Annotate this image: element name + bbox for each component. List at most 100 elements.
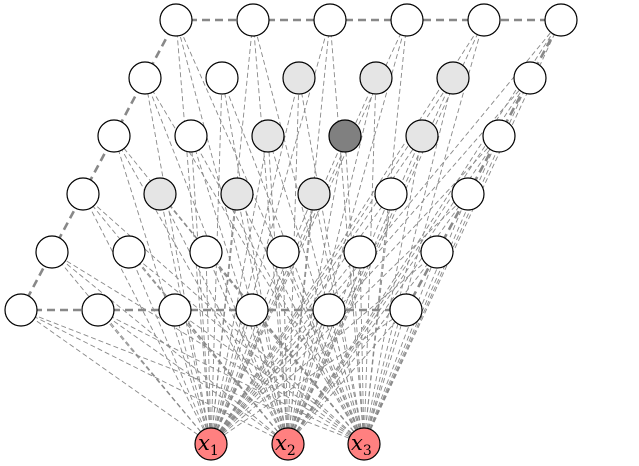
edge-input3-r1-c0 [51,251,365,445]
edge-input2-r4-c3 [287,77,377,445]
lattice-node-r1-c4 [343,235,377,269]
edge-input3-r1-c3 [282,251,365,445]
lattice-node-r3-c1 [174,119,208,153]
lattice-node-r2-c5 [451,177,485,211]
edge-input2-r1-c2 [205,251,289,445]
edge-input1-r3-c0 [113,135,212,445]
edge-input2-r5-c1 [252,19,289,445]
edge-input2-r1-c0 [51,251,289,445]
edge-input1-r1-c0 [51,251,212,445]
edge-input3-r2-c2 [236,193,365,445]
input-label-var: x [198,431,210,455]
connection-edges [20,19,562,445]
edge-input3-r3-c3 [344,135,365,445]
lattice-node-r0-c4 [312,293,346,327]
edge-input2-r0-c3 [251,309,289,445]
edge-input1-r5-c1 [210,19,254,445]
edge-input1-r2-c0 [82,193,212,445]
edge-input3-r0-c0 [20,309,365,445]
edge-input2-r5-c5 [287,19,562,445]
lattice-node-r0-c1 [81,293,115,327]
edge-input3-r3-c1 [190,135,365,445]
lattice-node-r5-c0 [159,3,193,37]
edge-input2-r3-c3 [287,135,346,445]
edge-input2-r0-c4 [287,309,330,445]
lattice-node-r5-c4 [467,3,501,37]
lattice-node-r4-c5 [513,61,547,95]
lattice-node-r5-c2 [313,3,347,37]
input-label-3: x3 [351,431,372,459]
lattice-nodes [4,3,578,327]
edge-input2-r4-c2 [287,77,300,445]
edge-input2-r5-c2 [287,19,331,445]
lattice-node-r0-c0 [4,293,38,327]
lattice-node-r1-c5 [420,235,454,269]
edge-input2-r1-c4 [287,251,361,445]
edge-input2-r4-c5 [287,77,531,445]
edge-input1-r4-c1 [210,77,223,445]
edge-input1-r0-c2 [174,309,212,445]
edge-input1-r5-c3 [210,19,408,445]
edge-input3-r4-c2 [298,77,365,445]
edge-input3-r5-c4 [363,19,485,445]
edge-input2-r0-c5 [287,309,407,445]
neighbor-node-r4-c2 [282,61,316,95]
edge-input3-r1-c5 [363,251,438,445]
neighbor-node-r3-c2 [251,119,285,153]
edge-input2-r3-c5 [287,135,500,445]
edge-input3-r1-c1 [128,251,365,445]
winner-node-r3-c3 [328,119,362,153]
lattice-node-r0-c5 [389,293,423,327]
edge-input2-r3-c0 [113,135,289,445]
lattice-node-r4-c1 [205,61,239,95]
lattice-node-r0-c3 [235,293,269,327]
edge-input1-r0-c0 [20,309,212,445]
edge-input3-r5-c0 [175,19,365,445]
edge-input3-r2-c5 [363,193,469,445]
lattice-node-r1-c0 [35,235,69,269]
lattice-node-r3-c5 [482,119,516,153]
edge-input1-r4-c0 [144,77,212,445]
edge-input2-r2-c4 [287,193,392,445]
input-node-1 [194,427,228,461]
neighbor-node-r2-c2 [220,177,254,211]
lattice-node-r1-c2 [189,235,223,269]
edge-input2-r5-c4 [287,19,485,445]
neighbor-node-r2-c1 [143,177,177,211]
lattice-node-r4-c0 [128,61,162,95]
edge-input1-r5-c0 [175,19,212,445]
input-label-subscript: 3 [363,443,372,459]
edge-input3-r0-c2 [174,309,365,445]
edge-input2-r0-c0 [20,309,289,445]
lattice-node-r3-c0 [97,119,131,153]
edge-input2-r0-c1 [97,309,289,445]
edge-input2-r3-c1 [190,135,289,445]
edge-input3-r5-c2 [329,19,365,445]
edge-input3-r1-c4 [359,251,365,445]
input-node-3 [347,427,381,461]
edge-input3-r5-c3 [363,19,408,445]
input-label-subscript: 2 [287,443,296,459]
edge-input2-r2-c2 [236,193,289,445]
lattice-node-r1-c1 [112,235,146,269]
edge-input1-r0-c3 [210,309,253,445]
edge-input2-r5-c3 [287,19,408,445]
edge-input1-r3-c5 [210,135,500,445]
lattice-node-r2-c4 [374,177,408,211]
input-label-subscript: 1 [210,443,219,459]
lattice-node-r2-c0 [66,177,100,211]
neighbor-node-r4-c3 [359,61,393,95]
edge-input1-r0-c1 [97,309,212,445]
edge-input3-r2-c3 [313,193,365,445]
edge-input1-r1-c3 [210,251,284,445]
edge-input2-r5-c0 [175,19,289,445]
edge-input3-r5-c5 [363,19,562,445]
edge-input2-r0-c2 [174,309,289,445]
edge-input1-r2-c1 [159,193,212,445]
edge-input2-r4-c1 [221,77,289,445]
lattice-node-r1-c3 [266,235,300,269]
input-node-2 [271,427,305,461]
